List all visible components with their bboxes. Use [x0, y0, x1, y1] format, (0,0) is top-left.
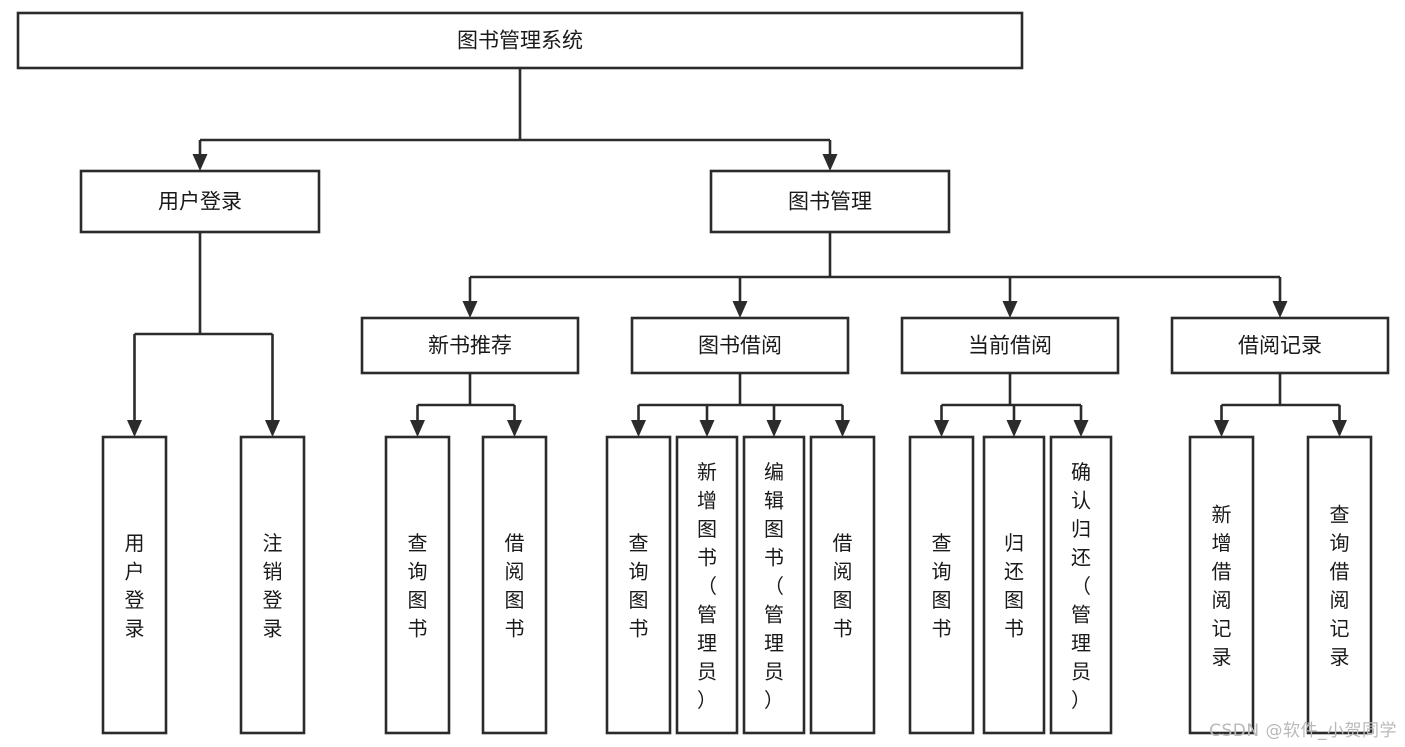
node-leaf-query-book-1[interactable]: 查询图书	[384, 435, 451, 735]
node-leaf-return-book[interactable]: 归还图书	[982, 435, 1046, 735]
watermark-label: CSDN @软件_小贺同学	[1209, 721, 1397, 741]
node-leaf-query-book-3[interactable]: 查询图书	[908, 435, 975, 735]
node-box-leaf-query-book-1[interactable]	[384, 435, 451, 735]
node-box-leaf-return-book[interactable]	[982, 435, 1046, 735]
node-leaf-add-record[interactable]: 新增借阅记录	[1188, 435, 1255, 735]
node-box-leaf-user-login[interactable]	[101, 435, 168, 735]
node-label-leaf-query-record: 查询借阅记录	[1330, 503, 1350, 670]
node-box-leaf-borrow-book-1[interactable]	[481, 435, 548, 735]
node-leaf-add-book-admin[interactable]: 新增图书（管理员）	[675, 435, 739, 735]
node-label-leaf-query-book-2: 查询图书	[629, 531, 649, 641]
node-leaf-confirm-return-admin[interactable]: 确认归还（管理员）	[1049, 435, 1113, 735]
connector-layer	[127, 68, 1347, 437]
node-label-leaf-add-record: 新增借阅记录	[1212, 503, 1232, 670]
node-box-leaf-query-book-2[interactable]	[605, 435, 672, 735]
node-label-root: 图书管理系统	[457, 29, 583, 53]
node-label-leaf-edit-book-admin: 编辑图书（管理员）	[764, 460, 784, 712]
node-leaf-borrow-book-2[interactable]: 借阅图书	[809, 435, 876, 735]
node-label-leaf-add-book-admin: 新增图书（管理员）	[697, 460, 717, 712]
node-box-leaf-add-record[interactable]	[1188, 435, 1255, 735]
node-box-new-book-recommend[interactable]	[360, 316, 580, 375]
node-leaf-query-book-2[interactable]: 查询图书	[605, 435, 672, 735]
node-leaf-edit-book-admin[interactable]: 编辑图书（管理员）	[742, 435, 806, 735]
node-box-root[interactable]	[16, 11, 1024, 70]
node-box-leaf-confirm-return-admin[interactable]	[1049, 435, 1113, 735]
node-borrow-record[interactable]: 借阅记录	[1170, 316, 1390, 375]
node-layer: 图书管理系统用户登录图书管理新书推荐图书借阅当前借阅借阅记录用户登录注销登录查询…	[16, 11, 1390, 735]
node-box-leaf-edit-book-admin[interactable]	[742, 435, 806, 735]
node-box-current-borrow[interactable]	[900, 316, 1120, 375]
node-box-borrow-record[interactable]	[1170, 316, 1390, 375]
node-book-manage[interactable]: 图书管理	[709, 169, 951, 234]
node-label-leaf-query-book-3: 查询图书	[932, 531, 952, 641]
node-label-leaf-borrow-book-1: 借阅图书	[505, 531, 525, 641]
node-box-book-borrow[interactable]	[630, 316, 850, 375]
node-book-borrow[interactable]: 图书借阅	[630, 316, 850, 375]
node-label-book-manage: 图书管理	[788, 190, 872, 214]
node-label-leaf-return-book: 归还图书	[1004, 531, 1024, 641]
node-box-leaf-query-record[interactable]	[1306, 435, 1373, 735]
node-label-book-borrow: 图书借阅	[698, 334, 782, 358]
node-label-new-book-recommend: 新书推荐	[428, 334, 512, 358]
node-leaf-user-logout[interactable]: 注销登录	[239, 435, 306, 735]
node-box-leaf-add-book-admin[interactable]	[675, 435, 739, 735]
node-leaf-borrow-book-1[interactable]: 借阅图书	[481, 435, 548, 735]
node-label-leaf-query-book-1: 查询图书	[408, 531, 428, 641]
node-box-leaf-user-logout[interactable]	[239, 435, 306, 735]
node-box-book-manage[interactable]	[709, 169, 951, 234]
node-root[interactable]: 图书管理系统	[16, 11, 1024, 70]
node-box-leaf-query-book-3[interactable]	[908, 435, 975, 735]
node-current-borrow[interactable]: 当前借阅	[900, 316, 1120, 375]
node-label-user-login: 用户登录	[158, 190, 242, 214]
node-new-book-recommend[interactable]: 新书推荐	[360, 316, 580, 375]
node-user-login[interactable]: 用户登录	[79, 169, 321, 234]
node-label-leaf-confirm-return-admin: 确认归还（管理员）	[1071, 460, 1091, 712]
node-label-borrow-record: 借阅记录	[1238, 334, 1322, 358]
node-box-user-login[interactable]	[79, 169, 321, 234]
node-label-leaf-borrow-book-2: 借阅图书	[833, 531, 853, 641]
node-leaf-user-login[interactable]: 用户登录	[101, 435, 168, 735]
node-label-leaf-user-logout: 注销登录	[263, 531, 283, 641]
node-label-current-borrow: 当前借阅	[968, 334, 1052, 358]
node-box-leaf-borrow-book-2[interactable]	[809, 435, 876, 735]
node-label-leaf-user-login: 用户登录	[125, 531, 145, 641]
node-leaf-query-record[interactable]: 查询借阅记录	[1306, 435, 1373, 735]
